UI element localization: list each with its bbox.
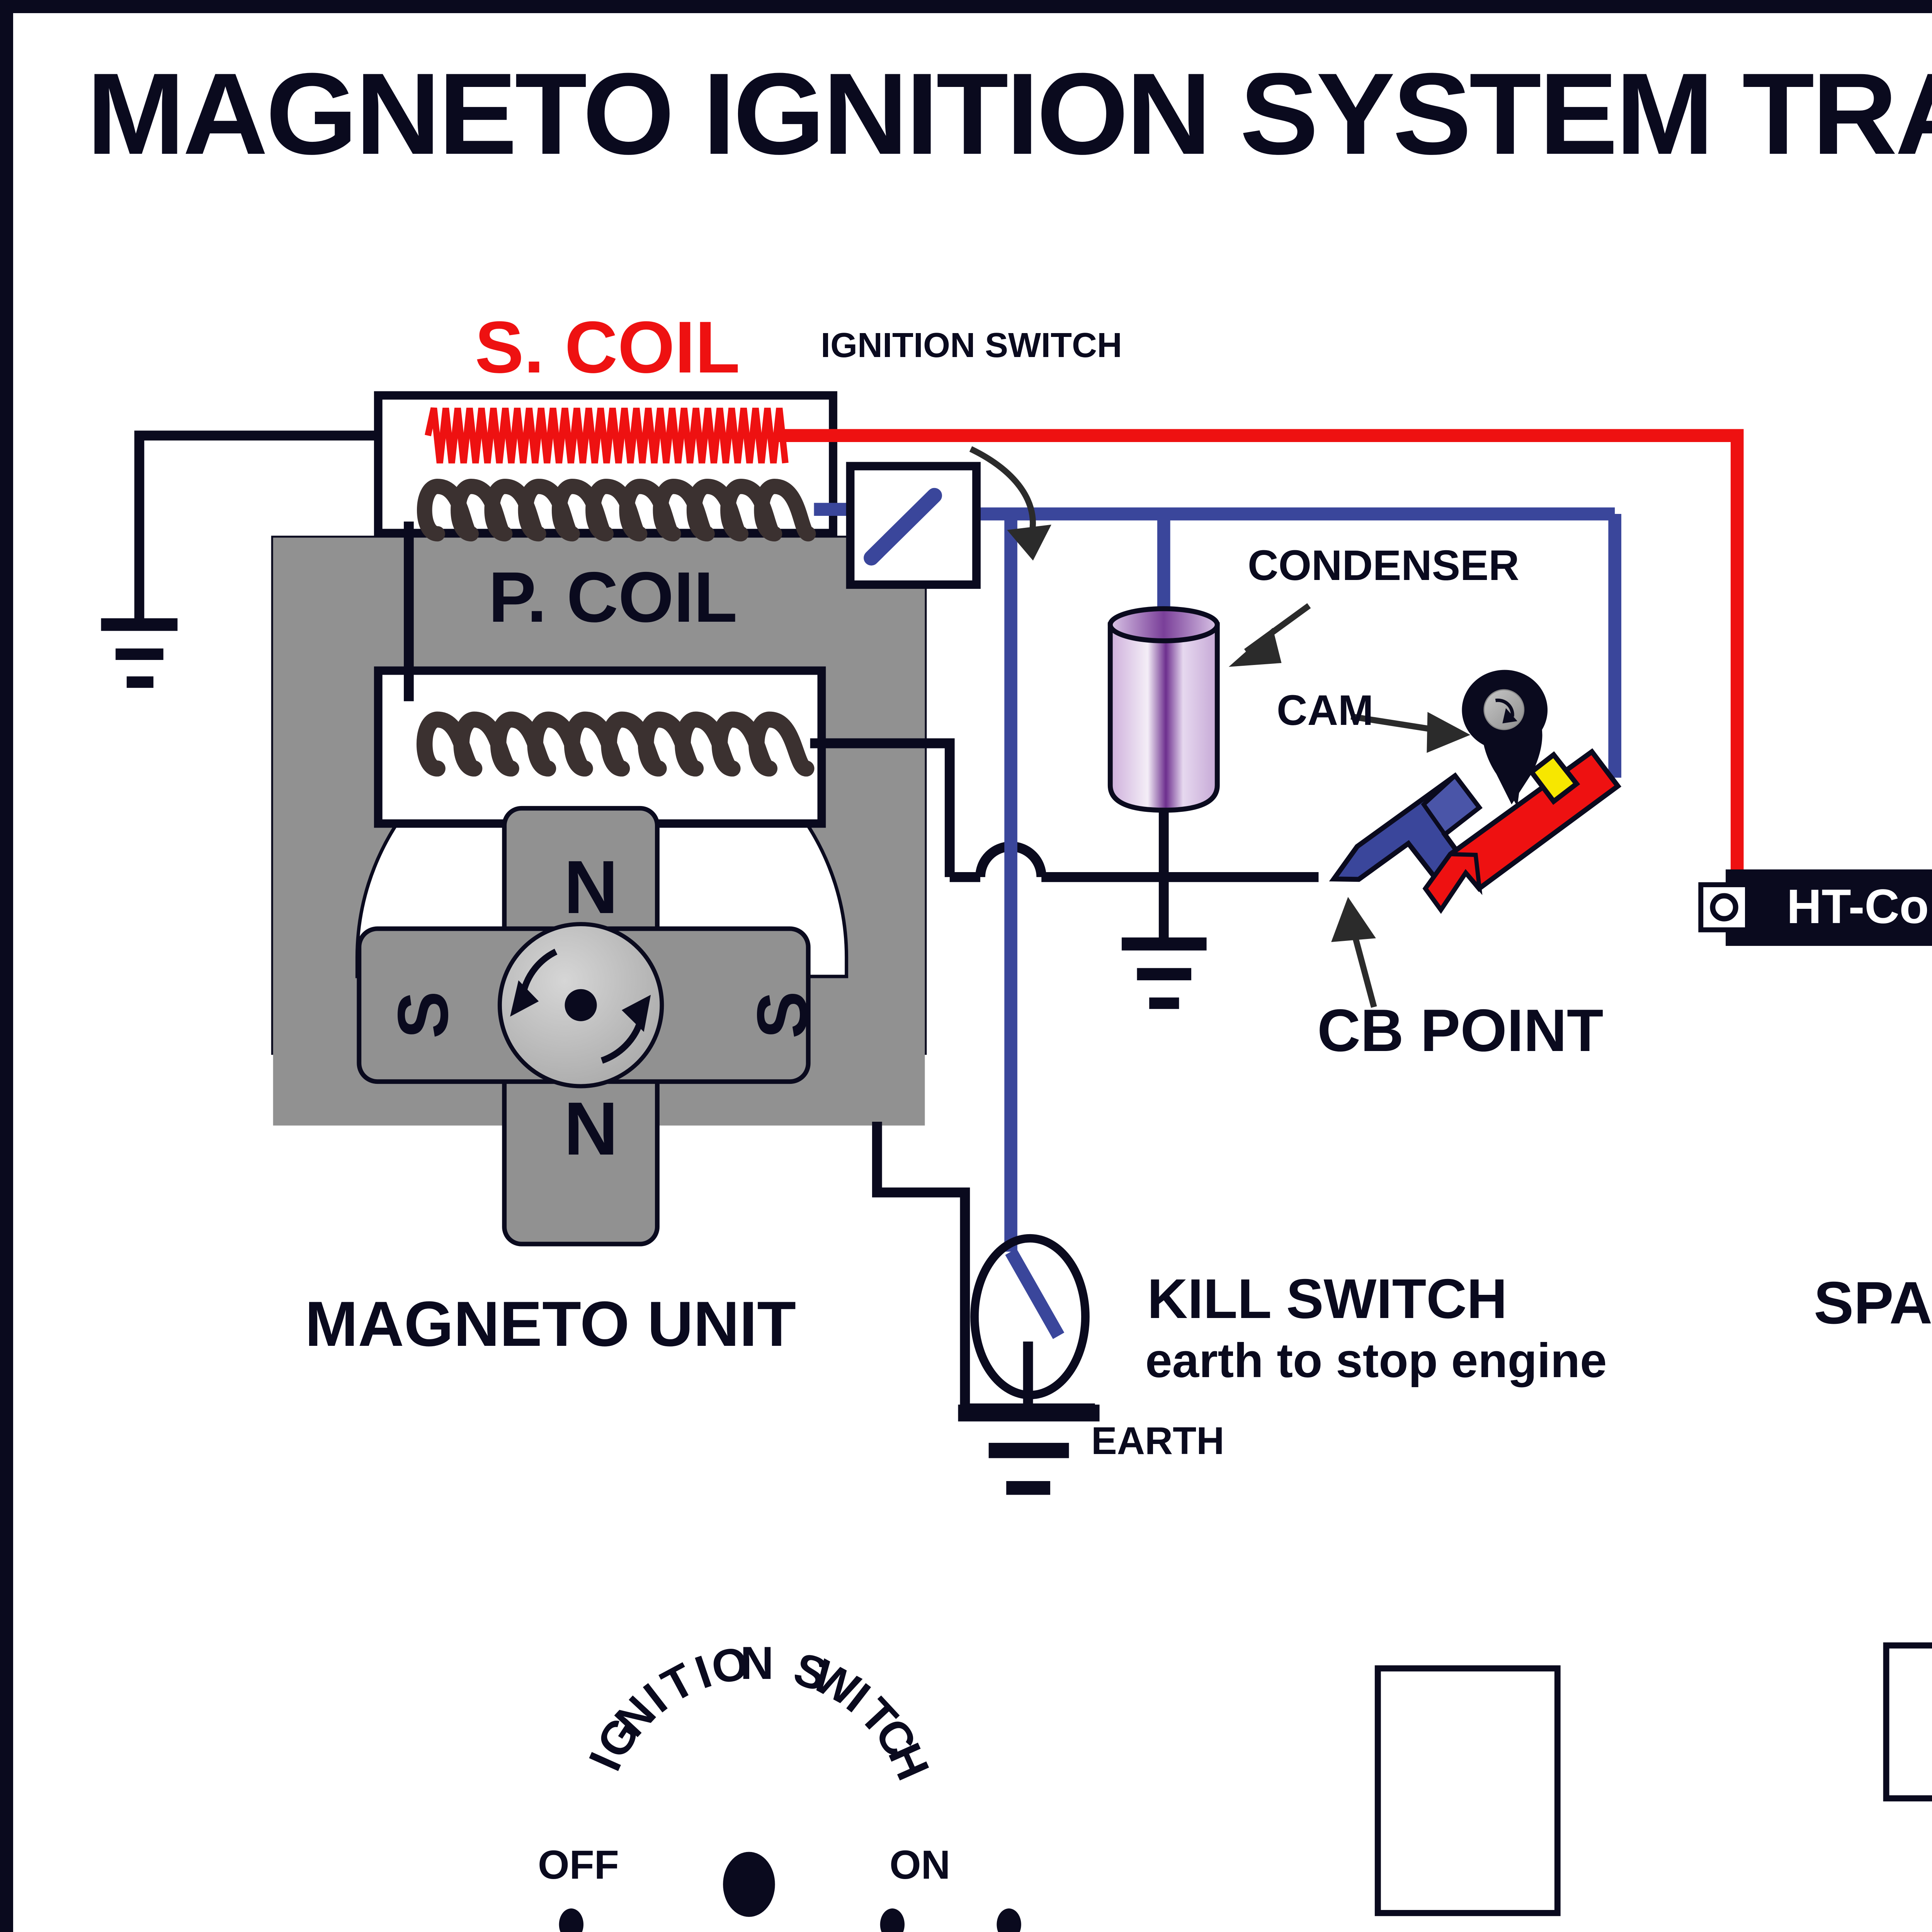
s-coil-winding-red [425, 407, 789, 464]
cb-point-arrow-icon [1331, 897, 1377, 1008]
ignition-switch-arrow-icon [969, 446, 1051, 561]
magneto-rotor [497, 922, 664, 1088]
ignition-panel-off-label: OFF [538, 1842, 619, 1888]
ignition-panel-on-label: ON [889, 1842, 951, 1888]
cam [1462, 670, 1548, 806]
cam-label: CAM [1277, 687, 1374, 734]
dial-socket-in [559, 1908, 584, 1932]
magnet-pole-n-top-label: N [564, 845, 618, 929]
magneto-unit-label: MAGNETO UNIT [305, 1288, 796, 1359]
blank-panel-small [1374, 1665, 1561, 1916]
cb-point [1329, 748, 1622, 914]
magnet-pole-s-right-label: S [743, 991, 823, 1039]
s-coil-label: S. COIL [475, 306, 740, 388]
condenser [1107, 606, 1220, 1009]
kill-switch-label: KILL SWITCH [1147, 1267, 1507, 1330]
p-coil-winding [417, 711, 815, 777]
kill-switch-earth [958, 1403, 1100, 1495]
dial-socket-out [880, 1908, 905, 1932]
cam-arrow-icon [1350, 712, 1471, 753]
page-title: MAGNETO IGNITION SYSTEM TRAINING BOARD [87, 49, 1932, 179]
magnet-pole-n-bottom-label: N [564, 1087, 618, 1171]
kill-switch-sub-label: earth to stop engine [1145, 1334, 1607, 1388]
blank-panel-wide [1883, 1642, 1932, 1802]
condenser-arrow-icon [1228, 603, 1311, 667]
diagram-canvas [101, 391, 1932, 1932]
cb-point-label: CB POINT [1317, 997, 1604, 1064]
dial-socket-extra [997, 1908, 1021, 1932]
wire-left-earth [101, 430, 378, 688]
ignition-switch-panel[interactable] [559, 1852, 1021, 1932]
earth-kill-label: EARTH [1091, 1419, 1225, 1463]
ht-coil [1698, 869, 1932, 946]
spark-plug-label: SPARK PULG [1814, 1269, 1932, 1336]
ht-coil-label: HT-Coil [1787, 880, 1932, 934]
kill-switch[interactable] [970, 1234, 1090, 1412]
arc-letter: N [740, 1637, 774, 1689]
s-coil-winding-dark [417, 478, 816, 542]
wire-magneto-to-killswitch [872, 1122, 970, 1409]
wire-blue-network [814, 503, 1621, 1339]
dial-knob [723, 1852, 775, 1917]
condenser-label: CONDENSER [1248, 542, 1519, 589]
magnet-pole-s-left-label: S [383, 991, 463, 1039]
p-coil-label: P. COIL [488, 558, 738, 637]
wire-pcoil-to-killswitch [810, 738, 1319, 882]
ignition-switch-top-label: IGNITION SWITCH [821, 326, 1122, 365]
ignition-switch-box[interactable] [846, 462, 981, 589]
